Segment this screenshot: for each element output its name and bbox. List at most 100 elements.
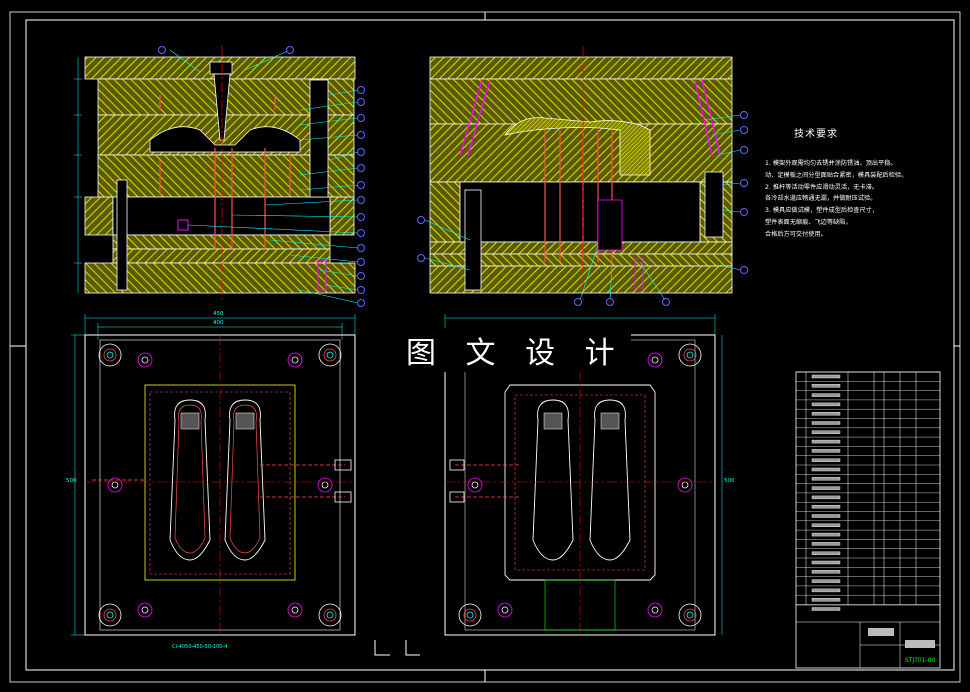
bolt-hole	[98, 603, 122, 627]
parts-list-cell	[811, 486, 841, 490]
bolt-hole	[318, 343, 342, 367]
part-balloon	[357, 258, 365, 266]
bolt-hole	[106, 351, 114, 359]
part-balloon	[357, 299, 365, 307]
tech-line: 塑件表面无缩痕、飞边等缺陷，	[765, 218, 852, 226]
section-view-right	[424, 46, 741, 301]
parts-list-cell	[811, 495, 841, 500]
screw-hole	[471, 481, 479, 489]
screw-hole	[137, 602, 153, 618]
parts-list-cell	[811, 532, 841, 537]
screw-hole	[111, 481, 119, 489]
sheet-border	[9, 11, 961, 683]
part-balloon	[606, 298, 614, 306]
screw-hole	[321, 481, 329, 489]
title-block	[795, 371, 941, 669]
screw-hole	[141, 356, 149, 364]
part-balloon	[357, 148, 365, 156]
screw-hole	[681, 481, 689, 489]
parts-list-cell	[811, 542, 841, 546]
tech-line: 合格后方可交付使用。	[765, 230, 827, 238]
part-balloon	[740, 126, 748, 134]
bolt-hole	[458, 603, 482, 627]
bolt-hole	[686, 611, 694, 619]
dim-inner-width: 400	[213, 320, 224, 326]
parts-list-cell	[811, 607, 841, 611]
screw-hole	[317, 477, 333, 493]
svg-text:CI-4050-450-50-100-4: CI-4050-450-50-100-4	[172, 644, 227, 650]
screw-hole	[497, 602, 513, 618]
tech-line: 1. 模架外观需均匀去锈并涂防锈油，顶出平稳。	[765, 160, 897, 167]
parts-list-cell	[811, 458, 841, 462]
screw-hole	[651, 606, 659, 614]
parts-list-cell	[811, 467, 841, 472]
part-balloon	[740, 179, 748, 187]
parts-list-cell	[811, 579, 841, 583]
parts-list-cell	[811, 430, 841, 434]
part-balloon	[357, 286, 365, 294]
part-balloon	[357, 244, 365, 252]
part-balloon	[740, 208, 748, 216]
parts-list-cell	[811, 598, 841, 602]
parts-list-cell	[811, 514, 841, 518]
parts-list-cell	[811, 570, 841, 574]
tech-line: 2. 推杆等活动零件应滑动灵活，无卡滞。	[765, 183, 879, 191]
part-balloon	[357, 86, 365, 94]
dim-right-height: 500	[724, 478, 735, 484]
bolt-hole	[323, 608, 337, 622]
part-balloon	[357, 114, 365, 122]
section-view-left	[74, 46, 359, 304]
part-balloon	[417, 216, 425, 224]
bolt-hole	[103, 608, 117, 622]
parts-list-cell	[811, 505, 841, 509]
part-balloon	[158, 46, 166, 54]
parts-list-cell	[811, 384, 841, 388]
tech-requirements-title: 技术要求	[794, 129, 838, 140]
parts-list-cell	[811, 393, 841, 397]
screw-hole	[651, 356, 659, 364]
drawing-number: STJT01-00	[905, 657, 936, 664]
bolt-hole	[106, 611, 114, 619]
bolt-hole	[98, 343, 122, 367]
part-balloon	[574, 298, 582, 306]
bolt-hole	[323, 348, 337, 362]
bolt-hole	[678, 603, 702, 627]
screw-hole	[291, 356, 299, 364]
bolt-hole	[683, 608, 697, 622]
screw-hole	[137, 352, 153, 368]
bolt-hole	[463, 608, 477, 622]
parts-list-cell	[811, 402, 841, 407]
bolt-hole	[318, 603, 342, 627]
screw-hole	[107, 477, 123, 493]
parts-list-cell	[811, 449, 841, 453]
screw-hole	[647, 352, 663, 368]
part-balloon	[357, 196, 365, 204]
bolt-hole	[326, 611, 334, 619]
part-balloon	[357, 181, 365, 189]
part-balloon	[740, 111, 748, 119]
watermark: 图 文 设 计	[400, 328, 631, 372]
part-balloon	[357, 229, 365, 237]
tech-requirements-text: 1. 模架外观需均匀去锈并涂防锈油，顶出平稳。 动、定模板之间分型面贴合紧密，模…	[765, 158, 935, 241]
bolt-hole	[326, 351, 334, 359]
parts-list-cell	[811, 421, 841, 425]
parts-list-cell	[811, 439, 841, 444]
part-balloon	[357, 272, 365, 280]
part-balloon	[357, 164, 365, 172]
parts-list-cell	[811, 560, 841, 565]
screw-hole	[291, 606, 299, 614]
screw-hole	[647, 602, 663, 618]
tech-line: 动、定模板之间分型面贴合紧密，模具装配后检验。	[765, 171, 908, 179]
part-balloon	[357, 213, 365, 221]
part-balloon	[357, 98, 365, 106]
part-balloon	[286, 46, 294, 54]
parts-list-cell	[811, 477, 841, 481]
section-markers	[374, 640, 420, 656]
screw-hole	[141, 606, 149, 614]
part-balloons	[158, 46, 748, 307]
dim-left-height: 500	[66, 478, 77, 484]
dim-overall-width: 450	[213, 311, 224, 317]
part-balloon	[740, 146, 748, 154]
screw-hole	[677, 477, 693, 493]
